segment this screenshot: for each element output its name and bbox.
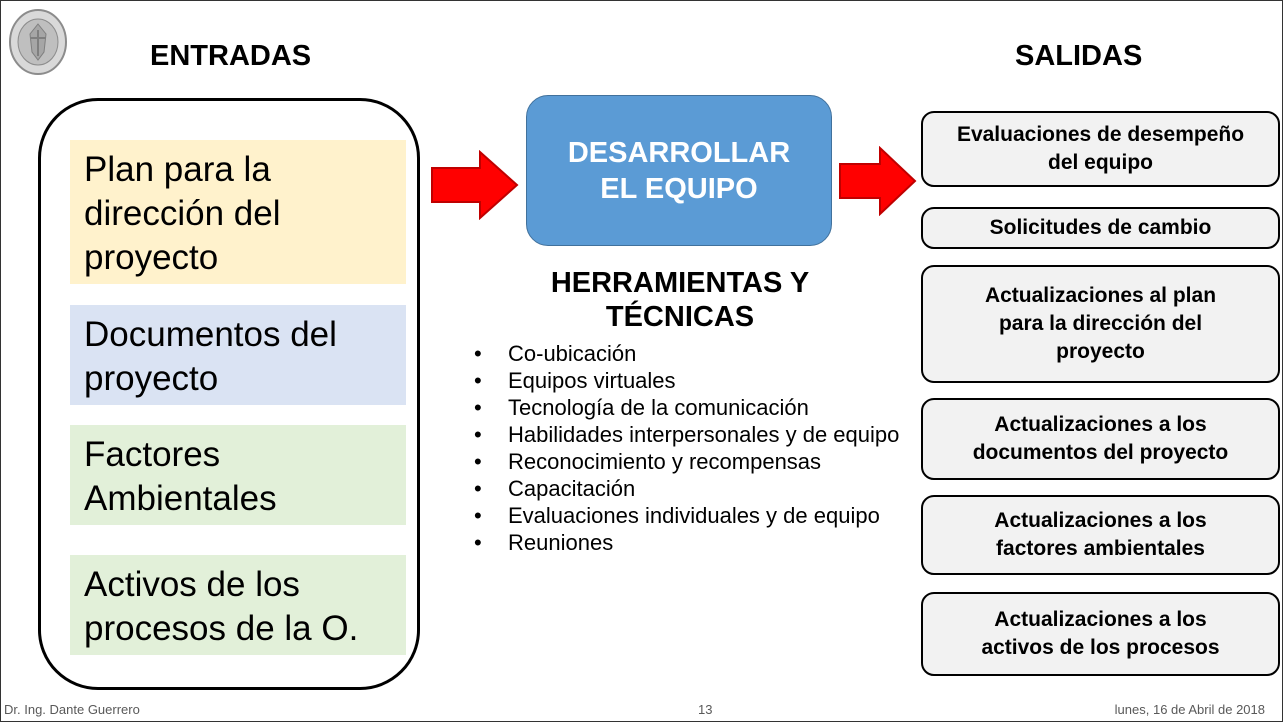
input-assets-label: Activos de los procesos de la O. (84, 565, 359, 648)
input-environment: Factores Ambientales (70, 425, 406, 525)
output-asset-updates: Actualizaciones a los activos de los pro… (921, 592, 1280, 676)
footer-author: Dr. Ing. Dante Guerrero (4, 702, 140, 717)
tools-list: •Co-ubicación •Equipos virtuales •Tecnol… (468, 340, 908, 556)
list-item: •Equipos virtuales (474, 368, 676, 393)
list-item: •Habilidades interpersonales y de equipo (474, 422, 900, 447)
list-item: •Reuniones (474, 530, 614, 555)
university-seal-logo (9, 9, 67, 75)
footer-page-number: 13 (698, 702, 713, 717)
inputs-heading: ENTRADAS (150, 40, 312, 72)
footer-date: lunes, 16 de Abril de 2018 (1114, 702, 1265, 717)
list-item: •Capacitación (474, 476, 636, 501)
output-arrow-icon (839, 146, 917, 216)
list-item: •Evaluaciones individuales y de equipo (474, 503, 880, 528)
output-document-updates: Actualizaciones a los documentos del pro… (921, 398, 1280, 480)
input-plan: Plan para la dirección del proyecto (70, 140, 406, 284)
list-item: •Tecnología de la comunicación (474, 395, 809, 420)
input-assets: Activos de los procesos de la O. (70, 555, 406, 655)
input-documents: Documentos del proyecto (70, 305, 406, 405)
process-label: DESARROLLAR EL EQUIPO (567, 136, 791, 205)
list-item: •Reconocimiento y recompensas (474, 449, 822, 474)
tools-title: HERRAMIENTAS Y TÉCNICAS (550, 267, 810, 333)
output-change-requests: Solicitudes de cambio (921, 207, 1280, 249)
output-environment-updates: Actualizaciones a los factores ambiental… (921, 495, 1280, 575)
process-box: DESARROLLAR EL EQUIPO (526, 95, 832, 246)
output-plan-updates: Actualizaciones al plan para la direcció… (921, 265, 1280, 383)
input-plan-label: Plan para la dirección del proyecto (84, 150, 281, 277)
input-documents-label: Documentos del proyecto (84, 315, 337, 398)
input-arrow-icon (431, 150, 519, 220)
list-item: •Co-ubicación (474, 341, 637, 366)
input-environment-label: Factores Ambientales (84, 435, 277, 518)
outputs-heading: SALIDAS (1015, 40, 1143, 72)
output-team-evaluations: Evaluaciones de desempeño del equipo (921, 111, 1280, 187)
